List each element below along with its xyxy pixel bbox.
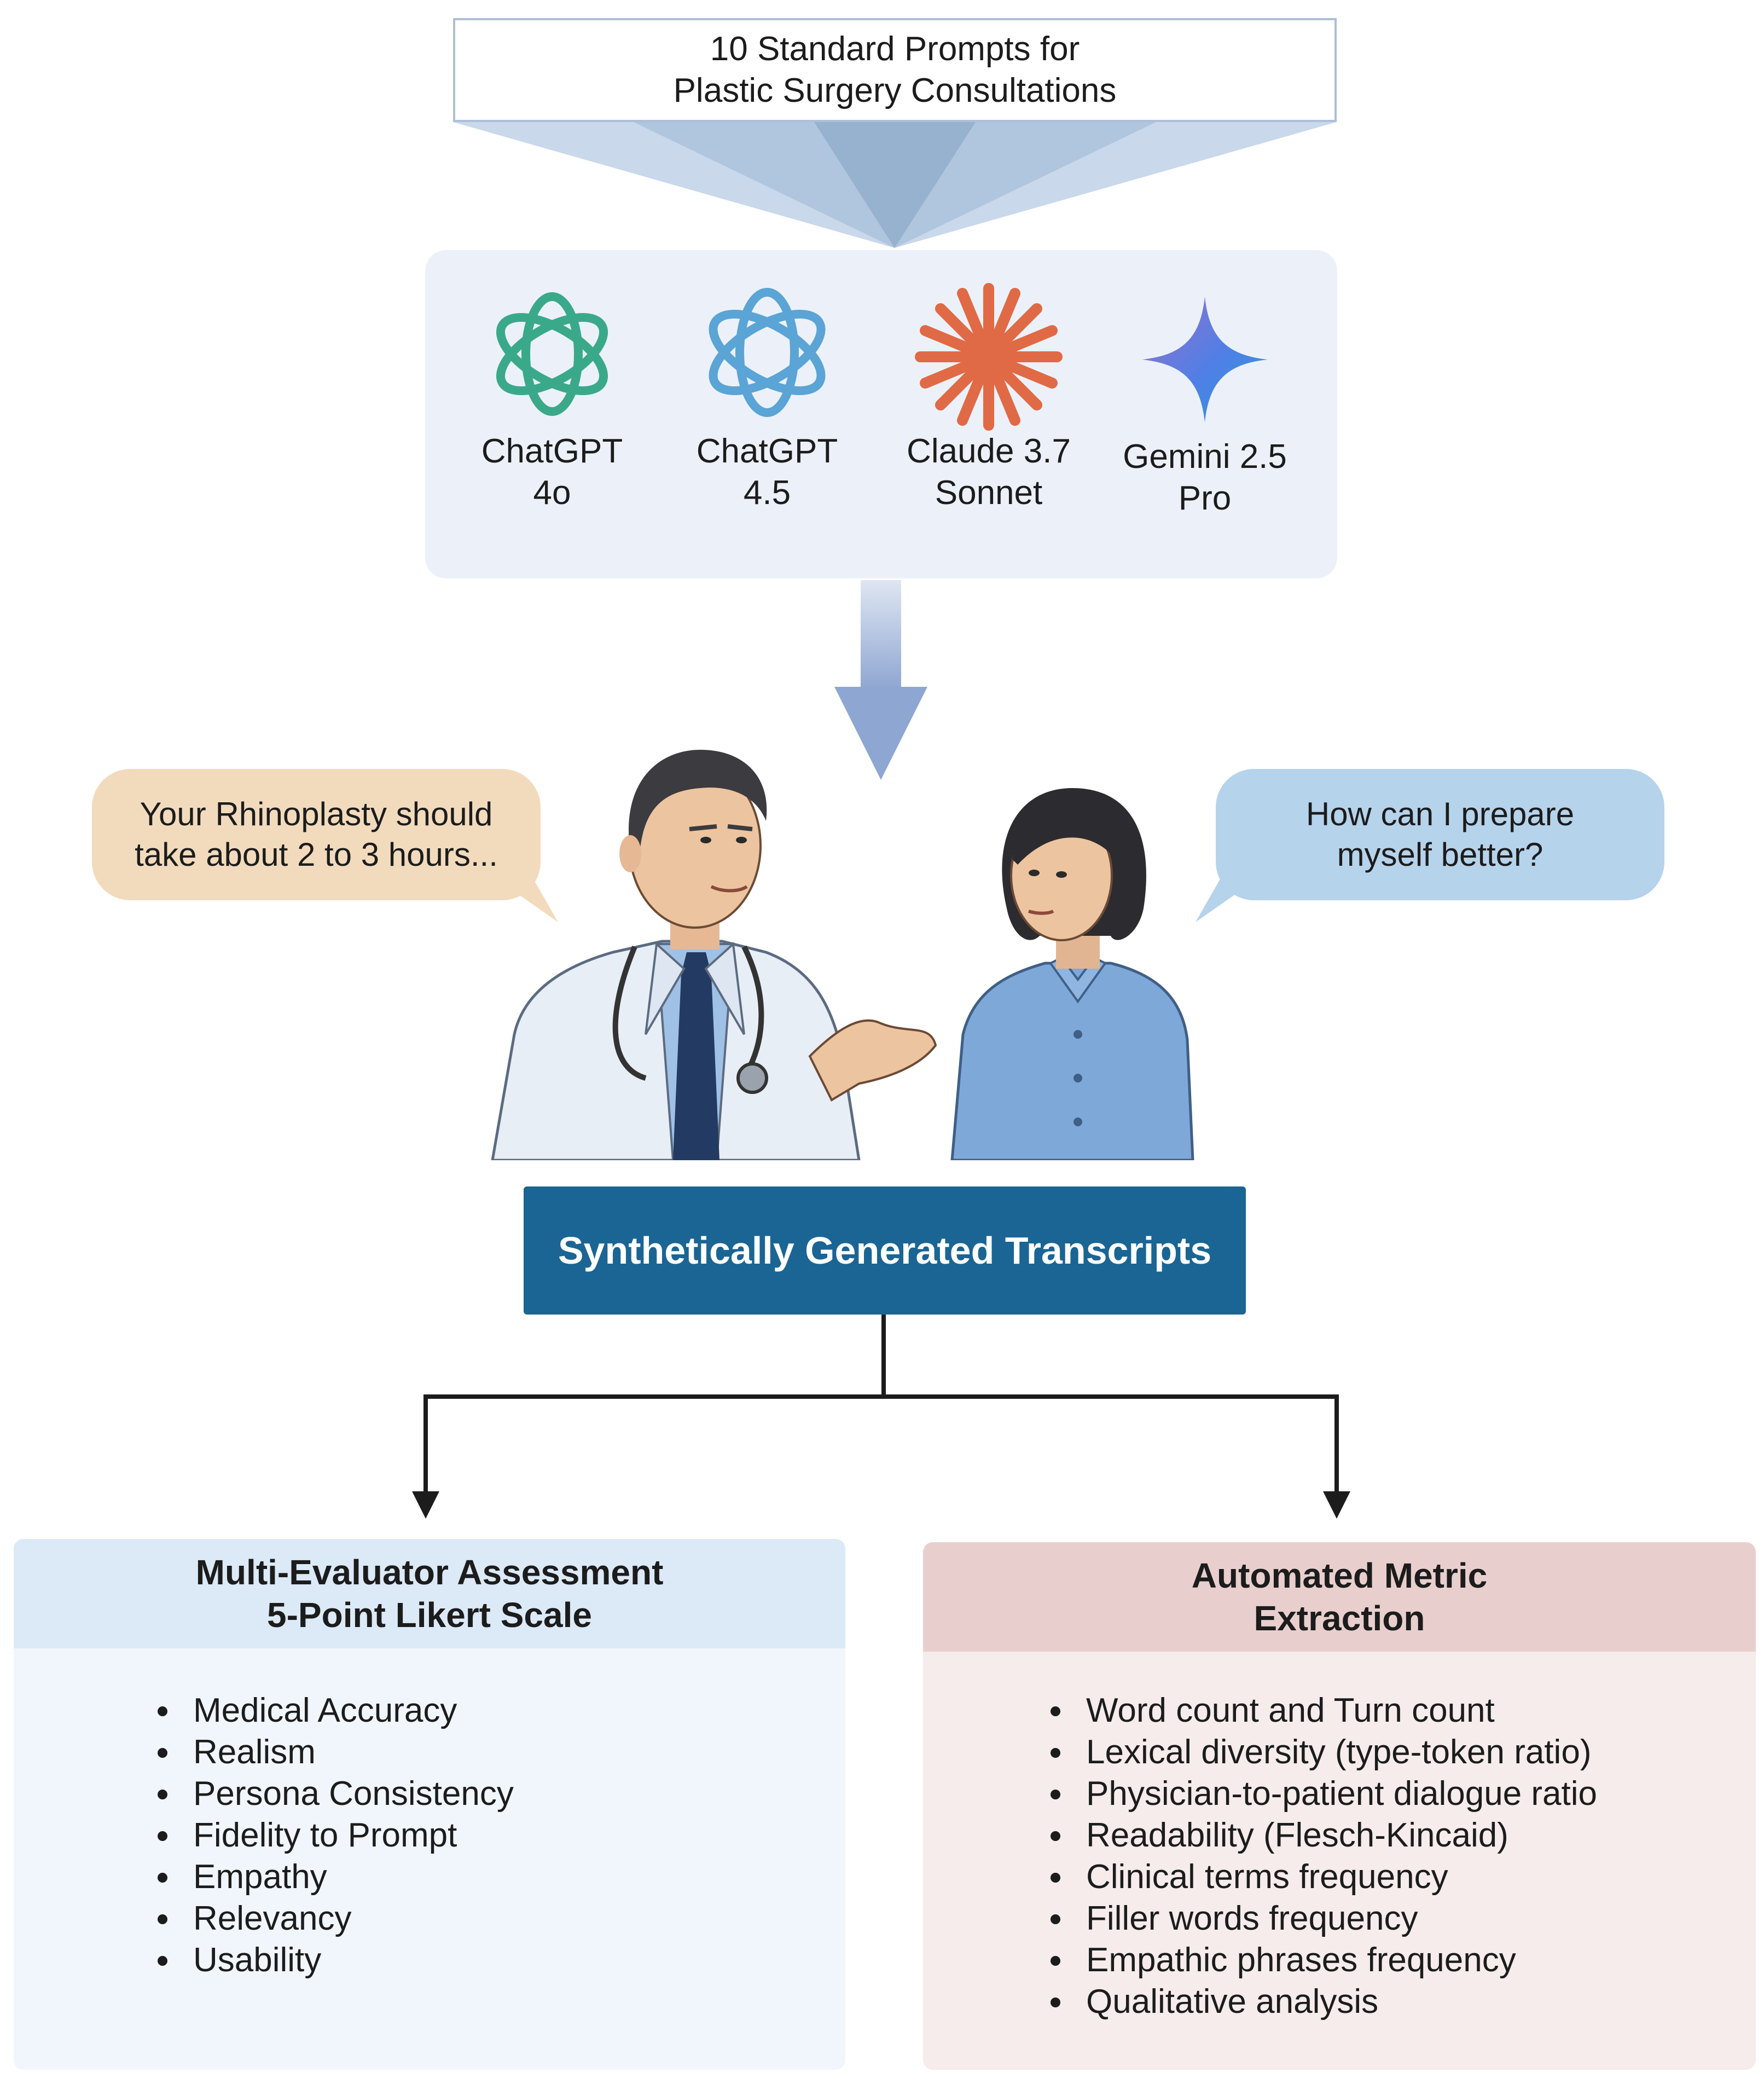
metrics-panel-body — [923, 1652, 1756, 2070]
list-item: Word count and Turn count — [1048, 1690, 1597, 1732]
patient-speech-line-1: How can I prepare — [1305, 796, 1575, 832]
openai-logo-icon — [709, 288, 826, 417]
doctor-figure — [491, 750, 937, 1160]
model-name-line-2: 4.5 — [743, 474, 791, 512]
model-claude-37-sonnet: Claude 3.7 Sonnet — [896, 283, 1082, 514]
model-name-line-1: ChatGPT — [481, 432, 623, 470]
metrics-panel-header: Automated Metric Extraction — [923, 1542, 1756, 1652]
patient-speech-bubble: How can I prepare myself better? — [1216, 769, 1664, 900]
patient-speech-line-2: myself better? — [1337, 836, 1544, 873]
list-item: Realism — [155, 1732, 514, 1773]
metrics-title-line-2: Extraction — [1254, 1599, 1425, 1638]
list-item: Clinical terms frequency — [1048, 1856, 1597, 1898]
metrics-title-line-1: Automated Metric — [1191, 1556, 1488, 1595]
likert-panel-body — [14, 1648, 845, 2070]
model-name-line-2: Sonnet — [935, 474, 1043, 512]
model-name-line-1: Gemini 2.5 — [1123, 438, 1287, 476]
list-item: Filler words frequency — [1048, 1898, 1597, 1940]
list-item: Empathic phrases frequency — [1048, 1940, 1597, 1981]
list-item: Usability — [155, 1940, 514, 1981]
right-arrowhead — [1323, 1491, 1350, 1519]
metrics-list: Word count and Turn count Lexical divers… — [1048, 1690, 1597, 2023]
transcripts-box: Synthetically Generated Transcripts — [524, 1186, 1246, 1315]
list-item: Qualitative analysis — [1048, 1981, 1597, 2023]
list-item: Fidelity to Prompt — [155, 1815, 514, 1856]
patient-figure — [950, 788, 1194, 1160]
likert-criteria-list: Medical Accuracy Realism Persona Consist… — [155, 1690, 514, 1981]
likert-title-line-2: 5-Point Likert Scale — [267, 1595, 592, 1635]
gemini-sparkle-icon — [1142, 297, 1268, 422]
list-item: Empathy — [155, 1856, 514, 1898]
model-name-line-1: ChatGPT — [696, 432, 838, 470]
likert-title-line-1: Multi-Evaluator Assessment — [195, 1553, 664, 1592]
model-name-line-2: Pro — [1178, 479, 1232, 517]
claude-starburst-icon — [915, 283, 1063, 431]
prompt-funnel — [453, 122, 1337, 248]
likert-panel-header: Multi-Evaluator Assessment 5-Point Liker… — [14, 1539, 845, 1648]
model-name-line-1: Claude 3.7 — [907, 432, 1071, 470]
doctor-speech-line-1: Your Rhinoplasty should — [140, 796, 493, 832]
doctor-speech-line-2: take about 2 to 3 hours... — [135, 836, 498, 873]
list-item: Lexical diversity (type-token ratio) — [1048, 1732, 1597, 1773]
list-item: Persona Consistency — [155, 1773, 514, 1815]
list-item: Medical Accuracy — [155, 1690, 514, 1732]
list-item: Physician-to-patient dialogue ratio — [1048, 1773, 1597, 1815]
prompts-box: 10 Standard Prompts for Plastic Surgery … — [453, 18, 1337, 122]
list-item: Readability (Flesch-Kincaid) — [1048, 1815, 1597, 1856]
prompts-line-1: 10 Standard Prompts for — [710, 30, 1080, 68]
openai-logo-icon — [496, 292, 608, 416]
model-gemini-25-pro: Gemini 2.5 Pro — [1112, 294, 1298, 519]
prompts-line-2: Plastic Surgery Consultations — [673, 72, 1117, 109]
model-chatgpt-4o: ChatGPT 4o — [459, 283, 645, 514]
down-arrow — [834, 580, 927, 780]
doctor-patient-illustration — [491, 750, 1194, 1160]
list-item: Relevancy — [155, 1898, 514, 1940]
models-panel: ChatGPT 4o ChatGPT 4.5 — [425, 250, 1337, 578]
model-chatgpt-45: ChatGPT 4.5 — [674, 279, 860, 514]
doctor-speech-bubble: Your Rhinoplasty should take about 2 to … — [92, 769, 541, 900]
left-arrowhead — [412, 1491, 439, 1519]
model-name-line-2: 4o — [533, 474, 571, 512]
